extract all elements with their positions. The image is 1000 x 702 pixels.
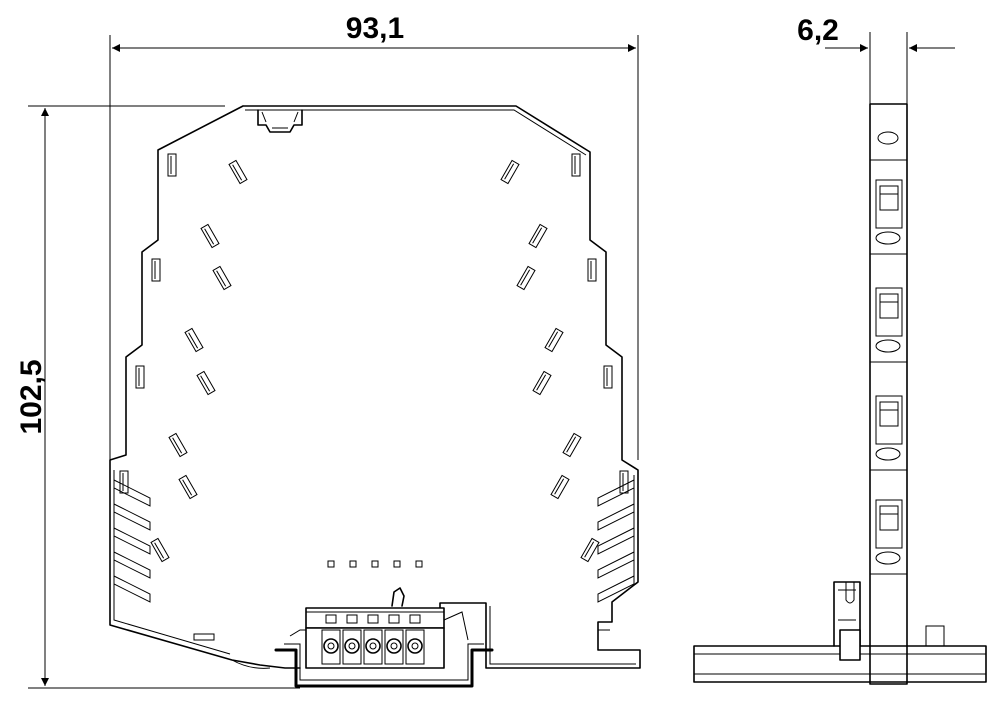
height-label: 102,5 bbox=[15, 359, 48, 434]
led bbox=[327, 560, 335, 568]
grille-bar bbox=[113, 527, 151, 555]
vent-slot bbox=[603, 365, 613, 389]
housing-side-view bbox=[869, 103, 908, 685]
depth-label: 6,2 bbox=[797, 14, 839, 47]
screw-terminal bbox=[384, 614, 404, 665]
grille-bar bbox=[113, 551, 151, 579]
vent-slot bbox=[516, 265, 536, 291]
grille-bar bbox=[113, 575, 151, 603]
led bbox=[349, 560, 357, 568]
vent-slot bbox=[532, 370, 552, 396]
vent-slot bbox=[587, 258, 597, 282]
side-terminal-module bbox=[870, 395, 907, 471]
grille-bar bbox=[113, 479, 151, 507]
width-label: 93,1 bbox=[346, 12, 404, 45]
screw-terminal bbox=[342, 614, 362, 665]
vent-slot bbox=[228, 159, 248, 185]
depth-dimension: 6,2 bbox=[797, 14, 955, 104]
screw-terminal bbox=[405, 614, 425, 665]
grille-bar bbox=[113, 503, 151, 531]
vent-slot bbox=[184, 327, 204, 353]
housing-front-view bbox=[109, 105, 641, 669]
grille-bar bbox=[597, 479, 635, 507]
vent-slot bbox=[200, 223, 220, 249]
vent-slot bbox=[151, 258, 161, 282]
side-grille-left bbox=[113, 479, 151, 603]
vent-slot bbox=[500, 159, 520, 185]
led bbox=[371, 560, 379, 568]
marker-slot bbox=[193, 633, 215, 641]
width-dimension: 93,1 bbox=[109, 12, 639, 460]
led-indicators bbox=[327, 560, 423, 568]
grille-bar bbox=[597, 575, 635, 603]
led bbox=[393, 560, 401, 568]
grille-bar bbox=[597, 551, 635, 579]
din-rail-front bbox=[274, 629, 494, 688]
grille-bar bbox=[597, 527, 635, 555]
side-terminal-module bbox=[870, 499, 907, 575]
screw-terminal bbox=[363, 614, 383, 665]
vent-slot bbox=[580, 537, 600, 563]
grille-bar bbox=[597, 503, 635, 531]
vent-slot bbox=[135, 365, 145, 389]
vent-slots bbox=[119, 153, 629, 563]
vent-slot bbox=[544, 327, 564, 353]
vent-slot bbox=[212, 265, 232, 291]
height-dimension: 102,5 bbox=[15, 105, 300, 689]
vent-slot bbox=[119, 470, 129, 494]
din-rail-side bbox=[693, 581, 987, 683]
side-grille-right bbox=[597, 479, 635, 603]
vent-slot bbox=[178, 474, 198, 500]
side-terminal-module bbox=[870, 179, 907, 255]
vent-slot bbox=[562, 432, 582, 458]
vent-slot bbox=[167, 153, 177, 177]
vent-slot bbox=[528, 223, 548, 249]
vent-slot bbox=[550, 474, 570, 500]
vent-slot bbox=[168, 432, 188, 458]
side-terminal-module bbox=[870, 287, 907, 363]
vent-slot bbox=[196, 370, 216, 396]
screw-terminal bbox=[321, 614, 341, 665]
terminal-block bbox=[305, 587, 469, 669]
vent-slot bbox=[619, 470, 629, 494]
led bbox=[415, 560, 423, 568]
vent-slot bbox=[571, 153, 581, 177]
vent-slot bbox=[150, 537, 170, 563]
